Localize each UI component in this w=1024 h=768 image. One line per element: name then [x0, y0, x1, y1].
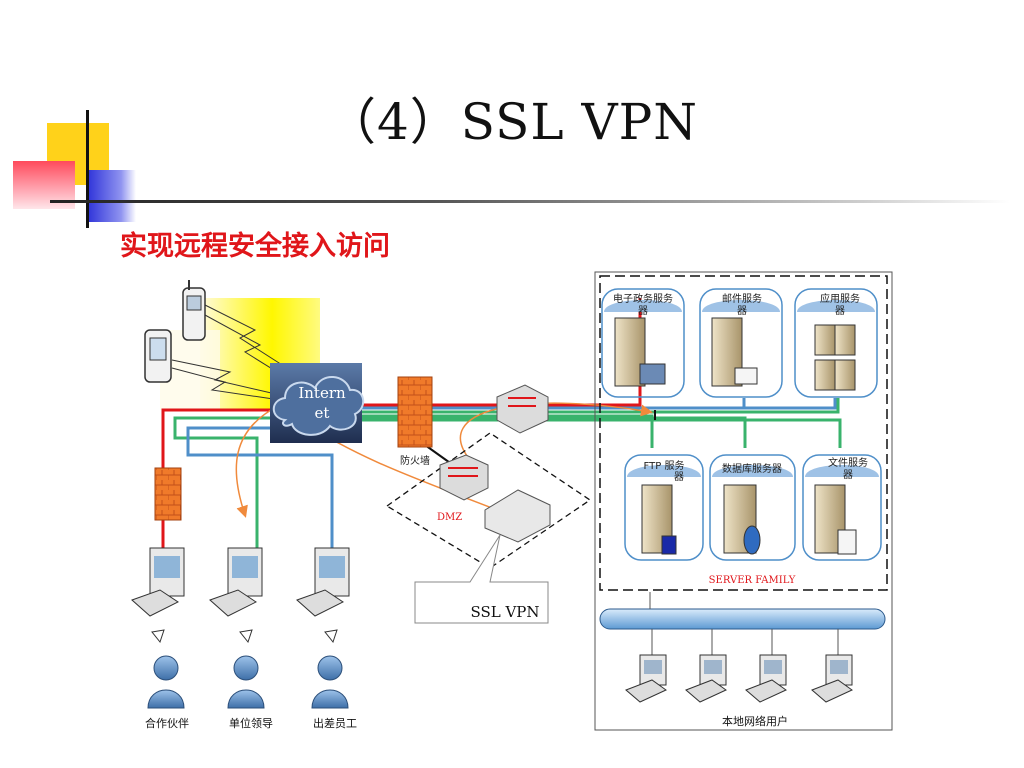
svg-text:应用服务: 应用服务: [820, 292, 860, 305]
page-title: （4）SSL VPN: [325, 93, 699, 151]
remote-user-label: 单位领导: [229, 716, 273, 730]
firewall-icon: 防火墙: [397, 376, 433, 467]
dmz-switch-icon: [439, 454, 489, 501]
remote-user-label: 出差员工: [313, 716, 357, 730]
user-avatar-icon: [146, 652, 186, 710]
internet-label-2: et: [315, 404, 330, 422]
remote-pc-partner: [131, 547, 185, 644]
svg-text:FTP 服务: FTP 服务: [644, 459, 685, 472]
server-mail: 邮件服务 器: [699, 288, 783, 398]
page-subtitle: 实现远程安全接入访问: [120, 231, 390, 262]
deco-horizontal-line: [50, 200, 1010, 203]
lan-bus: [599, 608, 886, 630]
server-database: 数据库服务器: [709, 454, 796, 561]
svg-text:数据库服务器: 数据库服务器: [722, 462, 782, 475]
deco-vertical-line: [86, 110, 89, 228]
pda-icon: [144, 329, 172, 383]
server-app: 应用服务 器: [794, 288, 878, 398]
remote-pc-traveler: [296, 547, 350, 644]
dmz-label: DMZ: [437, 512, 462, 523]
ssl-vpn-callout: SSL VPN: [414, 534, 549, 624]
server-family-box: [599, 275, 888, 591]
svg-text:器: 器: [835, 305, 845, 317]
svg-text:器: 器: [737, 305, 747, 317]
local-pc-icon: [685, 654, 727, 703]
svg-text:器: 器: [843, 469, 853, 481]
ssl-vpn-device-icon: [484, 489, 551, 543]
firewall-label: 防火墙: [400, 454, 430, 467]
local-users-label: 本地网络用户: [722, 714, 788, 728]
svg-text:器: 器: [674, 471, 684, 483]
local-pc-icon: [811, 654, 853, 703]
svg-text:文件服务: 文件服务: [828, 456, 868, 469]
remote-user-label: 合作伙伴: [145, 716, 189, 730]
local-pc-icon: [625, 654, 667, 703]
server-file: 文件服务 器: [802, 454, 882, 561]
deco-blue-square: [86, 170, 136, 222]
server-egov: 电子政务服务 器: [601, 288, 685, 398]
user-avatar-icon: [227, 655, 265, 709]
remote-pc-leader: [209, 547, 263, 644]
intranet-panel: [594, 271, 893, 731]
server-family-label: SERVER FAMILY: [709, 575, 796, 586]
ssl-vpn-label: SSL VPN: [470, 603, 539, 621]
mobile-phone-icon: [182, 280, 206, 341]
user-avatar-icon: [311, 655, 349, 709]
svg-text:电子政务服务: 电子政务服务: [613, 292, 673, 305]
dmz-zone: DMZ: [385, 432, 592, 569]
svg-text:邮件服务: 邮件服务: [722, 292, 762, 305]
internet-cloud: Intern et: [270, 363, 365, 443]
server-ftp: FTP 服务 器: [624, 454, 704, 561]
remote-firewall-icon: [154, 467, 182, 521]
internet-label-1: Intern: [298, 384, 346, 402]
svg-text:器: 器: [638, 305, 648, 317]
router-icon: [496, 384, 549, 434]
local-pc-icon: [745, 654, 787, 703]
